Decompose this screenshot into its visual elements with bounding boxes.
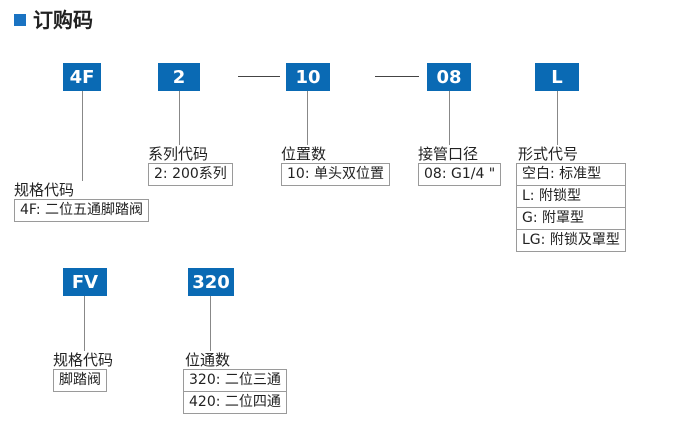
code-form: L <box>535 63 579 91</box>
code-spec-2: FV <box>63 268 107 296</box>
spec-code-value: 4F: 二位五通脚踏阀 <box>14 199 150 222</box>
spec-code-label: 规格代码 <box>14 181 75 199</box>
positions-label: 位置数 <box>281 145 327 163</box>
form-code-label: 形式代号 <box>518 145 579 163</box>
connector-line <box>179 91 180 145</box>
ways-row: 320: 二位三通 <box>183 369 287 392</box>
spec-code-value-2: 脚踏阀 <box>53 369 107 392</box>
series-code-value: 2: 200系列 <box>148 163 233 186</box>
code-positions: 10 <box>286 63 330 91</box>
ways-table: 320: 二位三通 420: 二位四通 <box>183 369 287 414</box>
port-size-value: 08: G1/4 " <box>418 163 502 186</box>
ways-row: 420: 二位四通 <box>183 391 287 414</box>
separator-dash <box>375 76 419 77</box>
form-code-row: LG: 附锁及罩型 <box>516 229 626 252</box>
code-series: 2 <box>158 63 200 91</box>
form-code-table: 空白: 标准型 L: 附锁型 G: 附罩型 LG: 附锁及罩型 <box>516 163 626 252</box>
positions-value: 10: 单头双位置 <box>281 163 390 186</box>
separator-dash <box>238 76 280 77</box>
page-title: 订购码 <box>33 8 93 32</box>
ways-label: 位通数 <box>185 351 231 369</box>
form-code-row: G: 附罩型 <box>516 207 626 230</box>
code-ways: 320 <box>188 268 234 296</box>
connector-line <box>84 296 85 351</box>
spec-code-label-2: 规格代码 <box>53 351 114 369</box>
connector-line <box>82 91 83 181</box>
form-code-row: 空白: 标准型 <box>516 163 626 186</box>
connector-line <box>449 91 450 145</box>
series-code-label: 系列代码 <box>148 145 209 163</box>
port-size-label: 接管口径 <box>418 145 479 163</box>
form-code-row: L: 附锁型 <box>516 185 626 208</box>
code-spec: 4F <box>63 63 101 91</box>
code-port: 08 <box>427 63 471 91</box>
connector-line <box>307 91 308 145</box>
title-marker-icon <box>14 14 26 26</box>
connector-line <box>557 91 558 145</box>
connector-line <box>210 296 211 351</box>
